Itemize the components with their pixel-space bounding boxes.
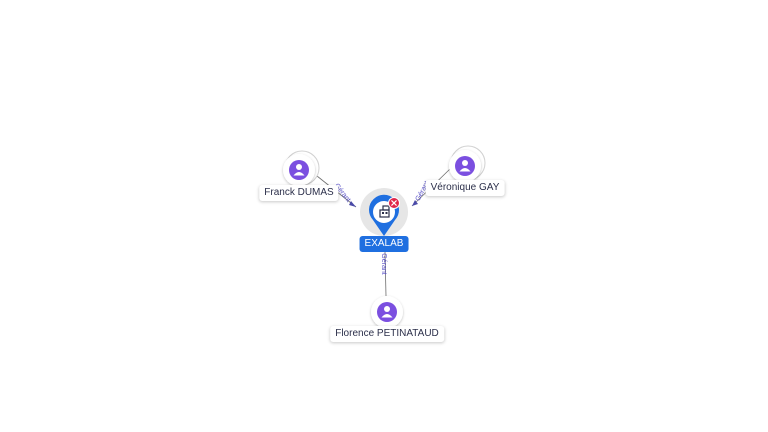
person-icon [289, 160, 309, 180]
edge-label: Gérant [380, 253, 387, 274]
person-icon [455, 156, 475, 176]
edge-florence-exalab: Gérant [380, 251, 387, 297]
person-label-veronique-gay: Véronique GAY [425, 180, 505, 196]
company-label-exalab: EXALAB [359, 236, 409, 252]
company-node-exalab[interactable] [360, 188, 408, 236]
person-node-veronique-gay[interactable] [449, 145, 486, 182]
person-label-florence-petinataud: Florence PETINATAUD [330, 326, 444, 342]
person-label-franck-dumas: Franck DUMAS [259, 185, 339, 201]
close-icon[interactable] [388, 197, 400, 209]
person-node-franck-dumas[interactable] [283, 150, 320, 186]
person-node-florence-petinataud[interactable] [371, 296, 403, 328]
building-icon [379, 205, 390, 218]
person-icon [377, 302, 397, 322]
